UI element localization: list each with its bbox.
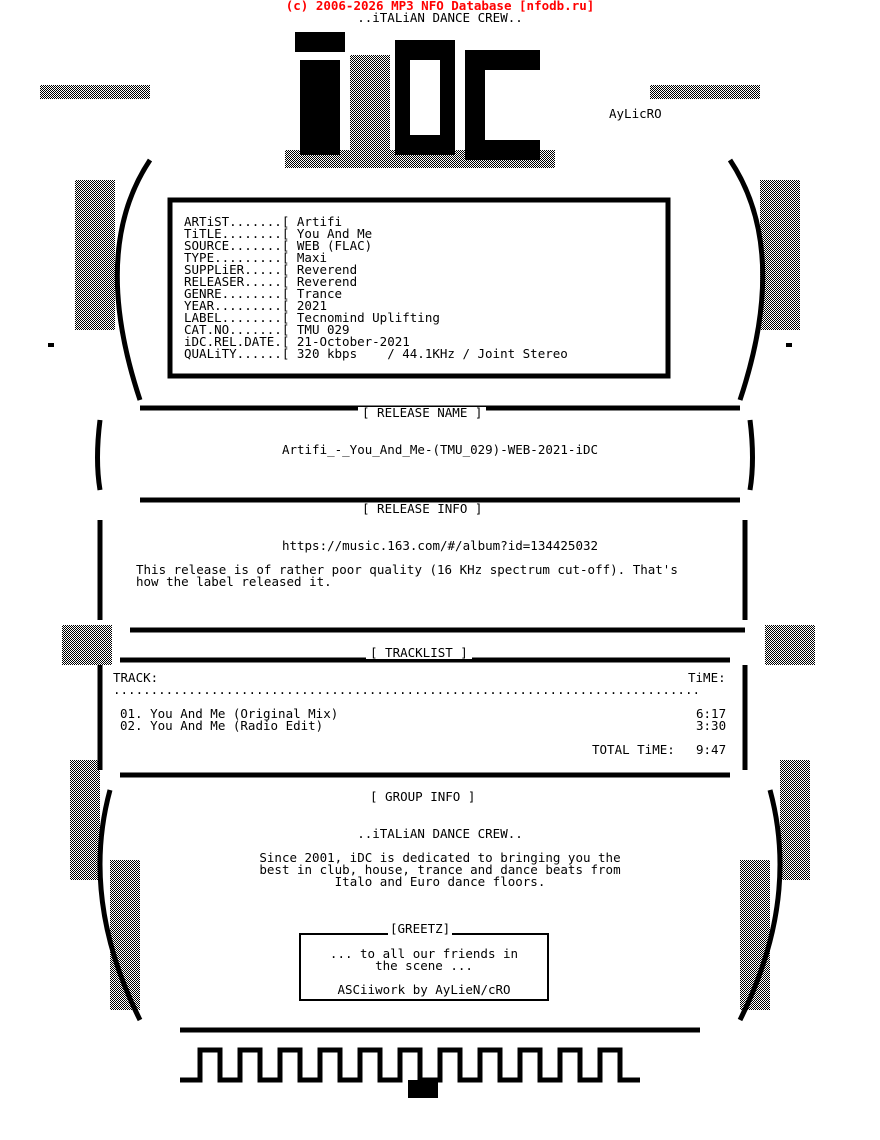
track-2-title: 02. You And Me (Radio Edit) (120, 718, 324, 733)
detail-row: SOURCE.......[ WEB (FLAC) (184, 238, 373, 253)
release-name: Artifi_-_You_And_Me-(TMU_029)-WEB-2021-i… (281, 442, 599, 457)
release-url: https://music.163.com/#/album?id=1344250… (281, 538, 599, 553)
detail-label: SOURCE.......[ (184, 238, 290, 253)
greetz-heading: [GREETZ] (388, 921, 453, 936)
track-column-header: TRACK: (113, 670, 159, 685)
greetz-line-1: ... to all our friends in (329, 946, 519, 961)
release-name-heading: [ RELEASE NAME ] (358, 406, 487, 419)
detail-value: Reverend (296, 262, 358, 277)
release-info-heading: [ RELEASE INFO ] (358, 502, 487, 515)
release-note-1: This release is of rather poor quality (… (136, 562, 678, 577)
info-frame (167, 197, 671, 379)
detail-row: YEAR.........[ 2021 (184, 298, 327, 313)
track-1-time: 6:17 (696, 706, 727, 721)
detail-row: SUPPLiER.....[ Reverend (184, 262, 358, 277)
detail-label: TYPE.........[ (184, 250, 290, 265)
ascii-credit: ASCiiwork by AyLieN/cRO (337, 982, 511, 997)
detail-row: ARTiST.......[ Artifi (184, 214, 343, 229)
detail-label: GENRE........[ (184, 286, 290, 301)
side-ornaments (40, 85, 815, 1010)
detail-value: 21-October-2021 (296, 334, 410, 349)
detail-value: Tecnomind Uplifting (296, 310, 440, 325)
detail-label: QUALiTY......[ (184, 346, 290, 361)
detail-label: YEAR.........[ (184, 298, 290, 313)
detail-label: LABEL........[ (184, 310, 290, 325)
detail-value: Trance (296, 286, 343, 301)
group-line-3: Italo and Euro dance floors. (334, 874, 546, 889)
detail-row: GENRE........[ Trance (184, 286, 343, 301)
total-time-label: TOTAL TiME: (592, 742, 675, 757)
detail-label: TiTLE........[ (184, 226, 290, 241)
separator: ........................................… (113, 684, 700, 696)
detail-label: RELEASER.....[ (184, 274, 290, 289)
group-line-1: Since 2001, iDC is dedicated to bringing… (259, 850, 621, 865)
detail-row: RELEASER.....[ Reverend (184, 274, 358, 289)
tracklist-heading: [ TRACKLIST ] (366, 646, 472, 659)
detail-value: WEB (FLAC) (296, 238, 373, 253)
track-2-time: 3:30 (696, 718, 727, 733)
release-note-2: how the label released it. (136, 574, 332, 589)
detail-row: LABEL........[ Tecnomind Uplifting (184, 310, 440, 325)
detail-value: Artifi (296, 214, 343, 229)
detail-label: CAT.NO.......[ (184, 322, 290, 337)
idc-logo (285, 32, 555, 168)
detail-value: TMU 029 (296, 322, 350, 337)
detail-row: TYPE.........[ Maxi (184, 250, 327, 265)
copyright-line: (c) 2006-2026 MP3 NFO Database [nfodb.ru… (285, 0, 595, 13)
detail-label: ARTiST.......[ (184, 214, 290, 229)
group-tagline: ..iTALiAN DANCE CREW.. (357, 10, 523, 25)
artist-tag: AyLicRO (609, 106, 662, 121)
detail-value: Reverend (296, 274, 358, 289)
detail-value: 2021 (296, 298, 327, 313)
detail-value: Maxi (296, 250, 327, 265)
detail-value: You And Me (296, 226, 373, 241)
detail-value: 320 kbps / 44.1KHz / Joint Stereo (296, 346, 568, 361)
group-info-heading: [ GROUP INFO ] (366, 790, 480, 803)
detail-row: iDC.REL.DATE.[ 21-October-2021 (184, 334, 410, 349)
time-column-header: TiME: (688, 670, 726, 685)
detail-label: SUPPLiER.....[ (184, 262, 290, 277)
detail-row: QUALiTY......[ 320 kbps / 44.1KHz / Join… (184, 346, 568, 361)
group-line-2: best in club, house, trance and dance be… (259, 862, 621, 877)
detail-row: TiTLE........[ You And Me (184, 226, 373, 241)
group-name: ..iTALiAN DANCE CREW.. (357, 826, 523, 841)
detail-row: CAT.NO.......[ TMU 029 (184, 322, 350, 337)
detail-label: iDC.REL.DATE.[ (184, 334, 290, 349)
total-time: 9:47 (696, 742, 727, 757)
track-1-title: 01. You And Me (Original Mix) (120, 706, 339, 721)
greetz-line-2: the scene ... (375, 958, 473, 973)
